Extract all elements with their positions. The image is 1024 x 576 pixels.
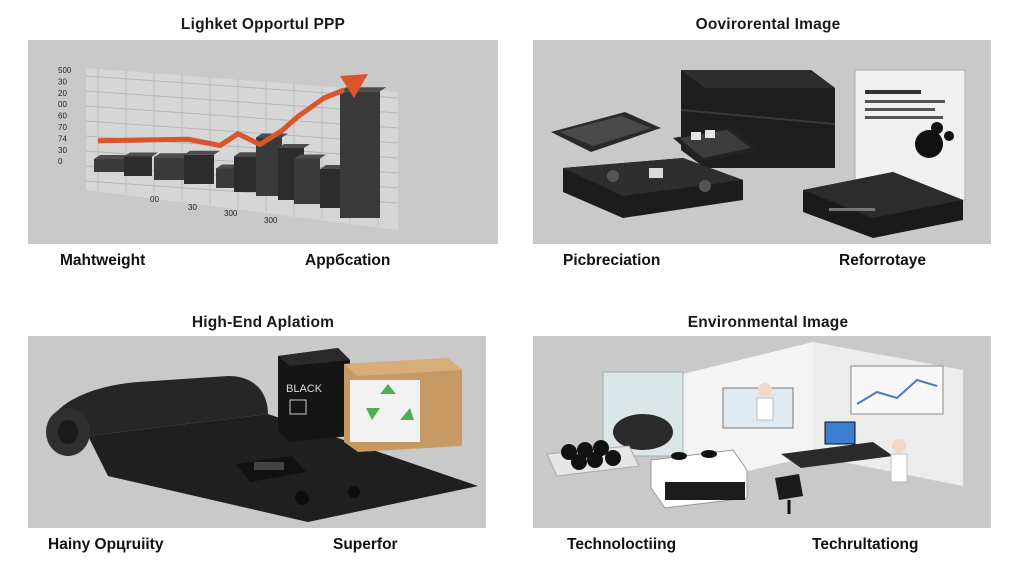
bar-top	[154, 153, 190, 158]
label-left: Mahtweight	[60, 252, 146, 269]
label-right: Techrultationg	[812, 536, 919, 553]
joystick-icon	[649, 168, 663, 178]
y-tick-label: 0	[58, 157, 63, 166]
devices-illustration	[551, 69, 966, 238]
bar-top	[94, 155, 130, 159]
bar	[216, 168, 238, 188]
lab-illustration	[546, 342, 963, 514]
bar-top	[124, 152, 158, 157]
label-left: Picbreciation	[563, 252, 661, 269]
black-box	[278, 348, 350, 442]
y-tick-label: 70	[58, 123, 67, 132]
trend-line	[97, 87, 345, 148]
lab-panel	[533, 336, 991, 528]
wall-chart	[850, 365, 944, 415]
y-tick-label: 00	[58, 100, 67, 109]
bar	[154, 157, 184, 180]
label-right: Appбcation	[305, 252, 391, 269]
x-tick-label: 300	[264, 216, 278, 225]
devices-panel	[533, 40, 991, 244]
quadrant-title: Oovirorental Image	[695, 16, 841, 33]
recycle-icon	[366, 384, 414, 420]
bar	[94, 159, 124, 172]
foam-block-top	[681, 70, 835, 88]
y-tick-label: 20	[58, 89, 67, 98]
x-tick-label: 300	[224, 209, 238, 218]
quadrant-title: Lighket Opportul PPP	[180, 16, 346, 33]
bar	[256, 137, 282, 196]
scientist-figure	[758, 383, 772, 397]
label-right: Superfor	[333, 536, 398, 553]
monitor	[824, 421, 856, 445]
bar	[234, 156, 256, 192]
mat-illustration: BLACK	[46, 348, 478, 522]
bar	[320, 169, 342, 208]
mat-panel: BLACK	[28, 336, 486, 528]
bar-top	[234, 152, 262, 157]
quadrant-title: High-End Aplatiom	[191, 314, 335, 331]
bar-top	[278, 144, 310, 148]
quadrant-title: Environmental Image	[687, 314, 849, 331]
label-left: Technoloctiing	[567, 536, 677, 553]
label-right: Reforrotaye	[839, 252, 926, 269]
bar-top	[294, 154, 326, 159]
office-chair	[775, 474, 803, 500]
bar	[340, 91, 380, 218]
bar-top	[184, 150, 220, 155]
y-tick-label: 74	[58, 134, 67, 143]
y-tick-label: 500	[58, 66, 72, 75]
bar	[124, 156, 152, 176]
quadrant-lab: Environmental Image	[533, 296, 1003, 576]
trend-arrow-head	[340, 74, 368, 98]
rolled-mat	[48, 376, 268, 438]
quadrant-devices: Oovirorental Image	[533, 0, 1003, 290]
y-tick-label: 60	[58, 112, 67, 121]
bar-top	[340, 87, 386, 92]
x-tick-label: 00	[150, 195, 159, 204]
x-tick-label: 30	[188, 203, 197, 212]
bar	[294, 158, 320, 204]
bar	[184, 154, 214, 184]
box-text: BLACK	[286, 383, 323, 395]
y-tick-label: 30	[58, 146, 67, 155]
label-left: Hainy Opцruiity	[48, 536, 164, 553]
quadrant-mat: High-End Aplatiom BLACK Hainy Opцrui	[28, 296, 498, 576]
y-tick-label: 30	[58, 77, 67, 86]
desk	[781, 442, 893, 468]
